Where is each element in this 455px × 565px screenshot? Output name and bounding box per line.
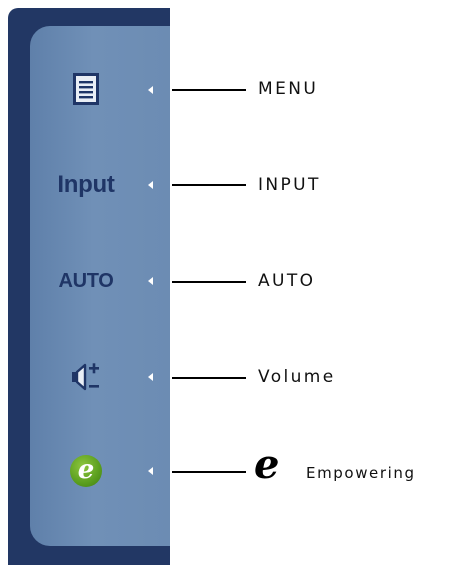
empowering-callout-line <box>172 471 246 473</box>
empowering-button[interactable]: e <box>40 446 132 496</box>
auto-button-label: AUTO <box>58 269 114 292</box>
menu-list-icon <box>73 73 99 105</box>
auto-arrow-icon <box>148 277 153 285</box>
volume-button[interactable] <box>40 352 132 402</box>
menu-button[interactable] <box>40 64 132 114</box>
e-logo-icon: e <box>254 441 280 488</box>
input-callout-label: INPUT <box>258 175 321 195</box>
volume-callout-line <box>172 377 246 379</box>
e-empowering-icon: e <box>70 455 102 487</box>
menu-arrow-icon <box>148 86 153 94</box>
volume-arrow-icon <box>148 373 153 381</box>
volume-callout-label: Volume <box>258 367 336 387</box>
menu-callout-label: MENU <box>258 79 319 99</box>
input-arrow-icon <box>148 181 153 189</box>
input-callout-line <box>172 184 246 186</box>
auto-callout-line <box>172 281 246 283</box>
menu-callout-line <box>172 89 246 91</box>
osd-button-panel <box>30 26 170 546</box>
auto-callout-label: AUTO <box>258 271 316 291</box>
input-button[interactable]: Input <box>40 160 132 210</box>
auto-button[interactable]: AUTO <box>40 256 132 306</box>
empowering-callout-label: Empowering <box>306 464 416 482</box>
input-button-label: Input <box>57 171 115 198</box>
empowering-arrow-icon <box>148 467 153 475</box>
volume-icon <box>72 363 99 391</box>
